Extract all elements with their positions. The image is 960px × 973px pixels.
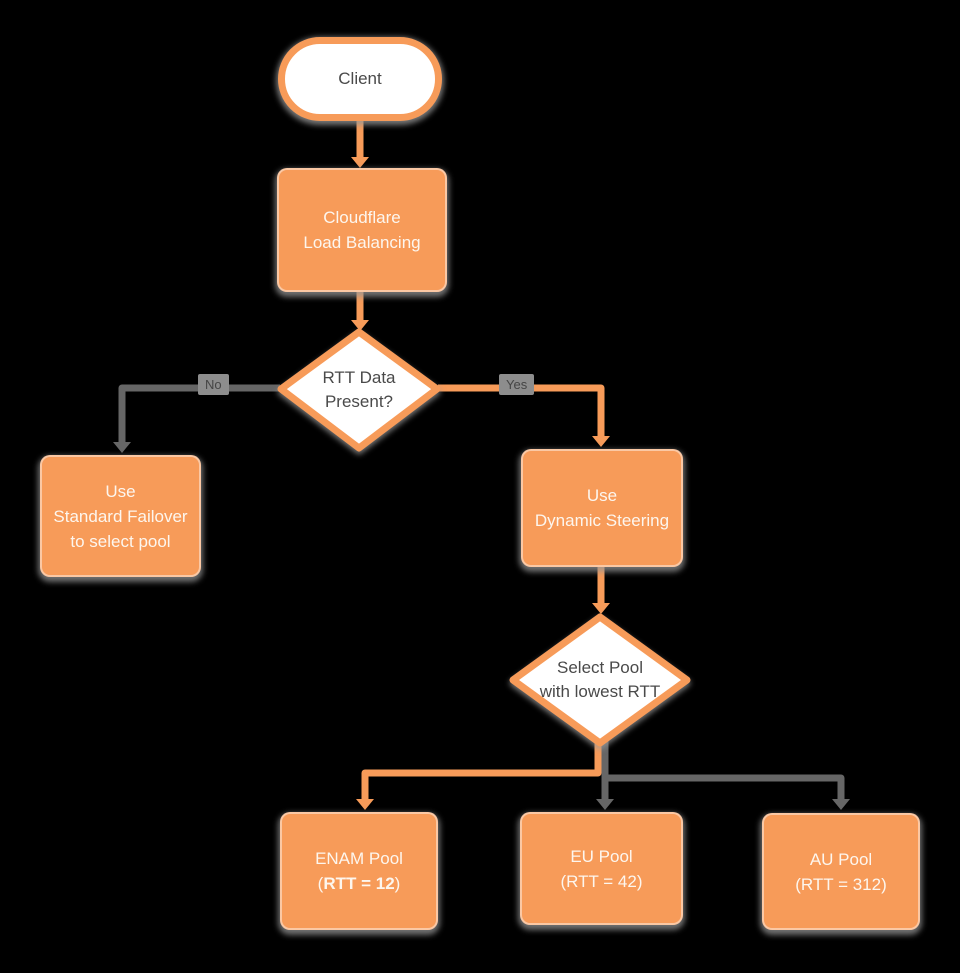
node-enam-pool: ENAM Pool (RTT = 12) bbox=[280, 812, 438, 930]
enam-pool-line2: (RTT = 12) bbox=[318, 871, 401, 896]
dynamic-steering-line2: Dynamic Steering bbox=[534, 511, 670, 530]
au-pool-line1: AU Pool bbox=[809, 849, 873, 869]
node-rtt-decision-label: RTT Data Present? bbox=[281, 366, 437, 414]
eu-pool-line1: EU Pool bbox=[570, 846, 633, 866]
edge-rtt-yes-to-dynamic-steering bbox=[438, 384, 605, 437]
select-pool-line1: Select Pool bbox=[557, 658, 643, 677]
arrowhead-to-rtt-decision bbox=[351, 320, 369, 331]
edge-rtt-no-to-standard-failover bbox=[118, 384, 280, 443]
arrowhead-to-enam-pool bbox=[356, 799, 374, 810]
node-select-pool-label: Select Pool with lowest RTT bbox=[505, 656, 695, 704]
node-client: Client bbox=[278, 37, 442, 121]
rtt-decision-line1: RTT Data bbox=[322, 368, 396, 387]
rtt-decision-line2: Present? bbox=[324, 392, 394, 411]
node-cloudflare-line1: Cloudflare bbox=[323, 208, 401, 227]
node-cloudflare-line2: Load Balancing bbox=[303, 233, 421, 252]
edge-selectpool-to-au bbox=[605, 774, 845, 800]
arrowhead-to-cloudflare bbox=[351, 157, 369, 168]
node-au-pool: AU Pool (RTT = 312) bbox=[762, 813, 920, 930]
node-cloudflare-load-balancing: Cloudflare Load Balancing bbox=[277, 168, 447, 292]
au-pool-line2: (RTT = 312) bbox=[795, 874, 887, 894]
standard-failover-line1: Use bbox=[105, 481, 136, 501]
node-eu-pool: EU Pool (RTT = 42) bbox=[520, 812, 683, 925]
node-standard-failover: Use Standard Failover to select pool bbox=[40, 455, 201, 577]
enam-pool-rtt-bold: RTT = 12 bbox=[323, 874, 395, 893]
node-dynamic-steering: Use Dynamic Steering bbox=[521, 449, 683, 567]
enam-pool-paren-open: ( bbox=[317, 874, 324, 893]
node-client-label: Client bbox=[338, 69, 382, 88]
select-pool-line2: with lowest RTT bbox=[539, 682, 661, 701]
edge-label-yes: Yes bbox=[499, 374, 535, 395]
arrowhead-to-standard-failover bbox=[113, 442, 131, 453]
arrowhead-to-dynamic-steering bbox=[592, 436, 610, 447]
decision-diamond-select-pool bbox=[509, 613, 691, 747]
standard-failover-line2: Standard Failover bbox=[53, 506, 188, 526]
dynamic-steering-line1: Use bbox=[586, 486, 618, 505]
edge-label-no: No bbox=[198, 374, 229, 395]
arrowhead-to-select-pool bbox=[592, 603, 610, 614]
decision-diamond-rtt-data-present bbox=[277, 328, 441, 452]
enam-pool-line1: ENAM Pool bbox=[315, 849, 403, 868]
standard-failover-line3: to select pool bbox=[70, 531, 171, 551]
eu-pool-line2: (RTT = 42) bbox=[560, 871, 643, 891]
arrowhead-to-au-pool bbox=[832, 799, 850, 810]
arrowhead-to-eu-pool bbox=[596, 799, 614, 810]
enam-pool-paren-close: ) bbox=[394, 874, 401, 893]
